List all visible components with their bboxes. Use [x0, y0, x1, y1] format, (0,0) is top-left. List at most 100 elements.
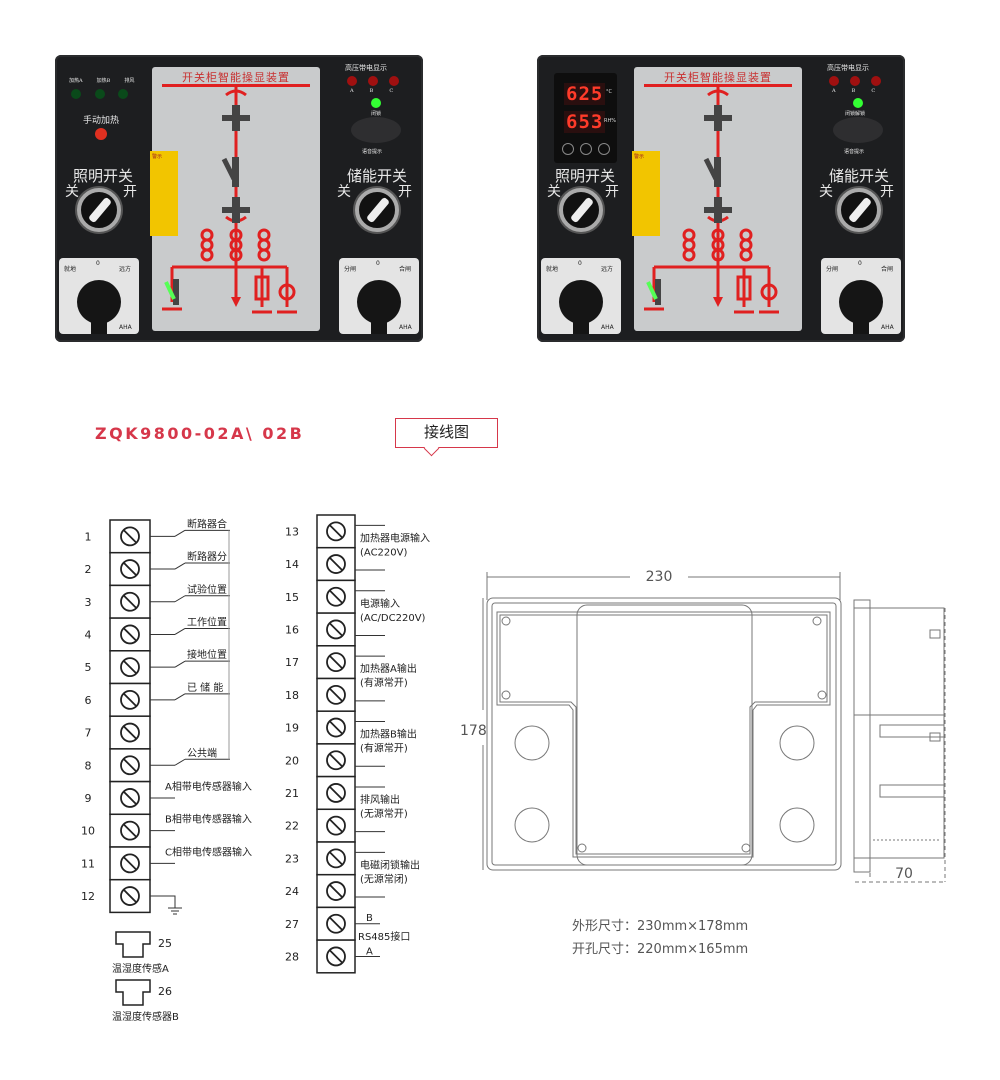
lock-led — [853, 98, 863, 108]
terminal-number: 28 — [285, 950, 299, 963]
heater-a-led — [71, 89, 81, 99]
screw-icon — [120, 624, 140, 645]
wiring-diagram-button[interactable]: 接线图 — [395, 418, 498, 448]
wire — [174, 595, 186, 603]
on-label: 开 — [123, 184, 137, 200]
on-label: 开 — [605, 184, 619, 200]
selector-label: 远方 — [119, 266, 132, 273]
light-switch-knob[interactable] — [559, 188, 603, 232]
wire — [174, 758, 186, 766]
sensor-connector — [115, 931, 151, 958]
set-button[interactable] — [562, 143, 574, 155]
terminal-label: B相带电传感器输入 — [165, 813, 252, 826]
screw-slot — [123, 529, 137, 543]
phase-label: C — [871, 88, 876, 94]
terminal-cell — [316, 939, 356, 974]
screw-slot — [123, 856, 137, 870]
hv-indicator-label: 高压带电显示 — [827, 64, 869, 72]
screw-icon — [120, 886, 140, 906]
single-line-diagram — [162, 87, 297, 314]
open-close-selector[interactable]: 分闸 0 合闸 AHA — [339, 258, 419, 334]
screw-slot — [123, 627, 137, 642]
brand-label: AHA — [601, 324, 614, 331]
terminal-number: 14 — [285, 558, 299, 571]
off-label: 关 — [547, 184, 561, 200]
off-label: 关 — [337, 184, 351, 200]
light-switch-knob[interactable] — [77, 188, 121, 232]
terminal-label: A相带电传感器输入 — [165, 780, 252, 793]
ground-icon — [150, 895, 182, 915]
screw-icon — [120, 853, 140, 874]
terminal-label: 公共端 — [187, 746, 217, 759]
selector-label: 0 — [858, 260, 862, 267]
screw-slot — [329, 786, 343, 800]
device-panel-b: 625 °C 653 RH% 照明开关 关 开 就地 0 远方 AHA 开关柜智… — [537, 55, 905, 342]
terminal-label: (有源常开) — [360, 676, 408, 689]
terminal-label: (AC220V) — [360, 547, 407, 558]
terminal-number: 24 — [285, 885, 299, 898]
local-remote-selector[interactable]: 就地 0 远方 AHA — [541, 258, 621, 334]
dimension-drawing: 230 178 70 — [460, 569, 946, 883]
terminal-label: 断路器合 — [187, 517, 227, 530]
sensor-connector — [115, 979, 151, 1006]
selector-label: 合闸 — [881, 266, 894, 273]
terminal-label: 试验位置 — [187, 583, 227, 596]
screw-slot — [329, 590, 343, 604]
screw-slot — [329, 851, 343, 865]
down-button[interactable] — [598, 143, 610, 155]
local-remote-selector[interactable]: 就地 0 远方 AHA — [59, 258, 139, 334]
wire — [174, 660, 186, 668]
heater-b-led — [95, 89, 105, 99]
wire — [174, 693, 186, 701]
screw-icon — [120, 689, 140, 710]
wire — [174, 562, 186, 570]
screw-icon — [326, 554, 346, 574]
phase-label: A — [350, 88, 354, 94]
terminal-number: 27 — [285, 918, 299, 931]
screw-slot — [123, 758, 137, 772]
terminal-number: 23 — [285, 852, 299, 865]
screw-icon — [326, 946, 346, 967]
screw-slot — [329, 753, 343, 767]
humidity-unit: RH% — [604, 118, 616, 124]
terminal-label: 加热器电源输入 — [360, 531, 430, 544]
terminal-number: 9 — [85, 792, 92, 805]
selector-label: 分闸 — [826, 266, 839, 273]
screw-icon — [326, 913, 346, 934]
terminal-label: C相带电传感器输入 — [165, 845, 252, 858]
phase-c-led — [871, 76, 881, 86]
lock-label: 闭锁解锁 — [845, 111, 866, 117]
phase-a-led — [829, 76, 839, 86]
phase-label: B — [369, 88, 374, 94]
light-switch-label: 照明开关 — [73, 167, 134, 185]
selector-label: 合闸 — [399, 266, 412, 273]
warning-text: 警示 — [152, 154, 163, 160]
screw-slot — [123, 595, 137, 609]
fan-led — [118, 89, 128, 99]
screw-icon — [120, 788, 140, 808]
screen-title: 开关柜智能操显装置 — [664, 71, 772, 84]
temp-humidity-controller: 625 °C 653 RH% — [554, 73, 617, 163]
open-close-selector[interactable]: 分闸 0 合闸 AHA — [821, 258, 901, 334]
wire — [174, 529, 186, 537]
up-button[interactable] — [580, 143, 592, 155]
wire — [174, 628, 186, 635]
manual-heat-label: 手动加热 — [83, 116, 120, 126]
voice-label: 语音提示 — [844, 149, 865, 155]
terminal-number: 2 — [85, 563, 92, 576]
rs485-a-label: A — [366, 946, 373, 957]
voice-label: 语音提示 — [362, 149, 383, 155]
on-label: 开 — [880, 184, 894, 200]
manual-heat-button[interactable] — [95, 128, 107, 140]
brand-label: AHA — [119, 324, 132, 331]
speaker-grille — [351, 117, 401, 143]
terminal-number: 13 — [285, 525, 299, 538]
phase-label: B — [851, 88, 856, 94]
terminal-number: 3 — [85, 596, 92, 609]
device-panel-a: 加热A 加热B 排风 手动加热 照明开关 关 开 就地 0 远方 AHA 开关柜… — [55, 55, 423, 342]
storage-switch-knob[interactable] — [837, 188, 881, 232]
selector-label: 就地 — [546, 266, 559, 273]
screw-slot — [329, 688, 343, 702]
storage-switch-knob[interactable] — [355, 188, 399, 232]
screw-slot — [329, 884, 343, 898]
